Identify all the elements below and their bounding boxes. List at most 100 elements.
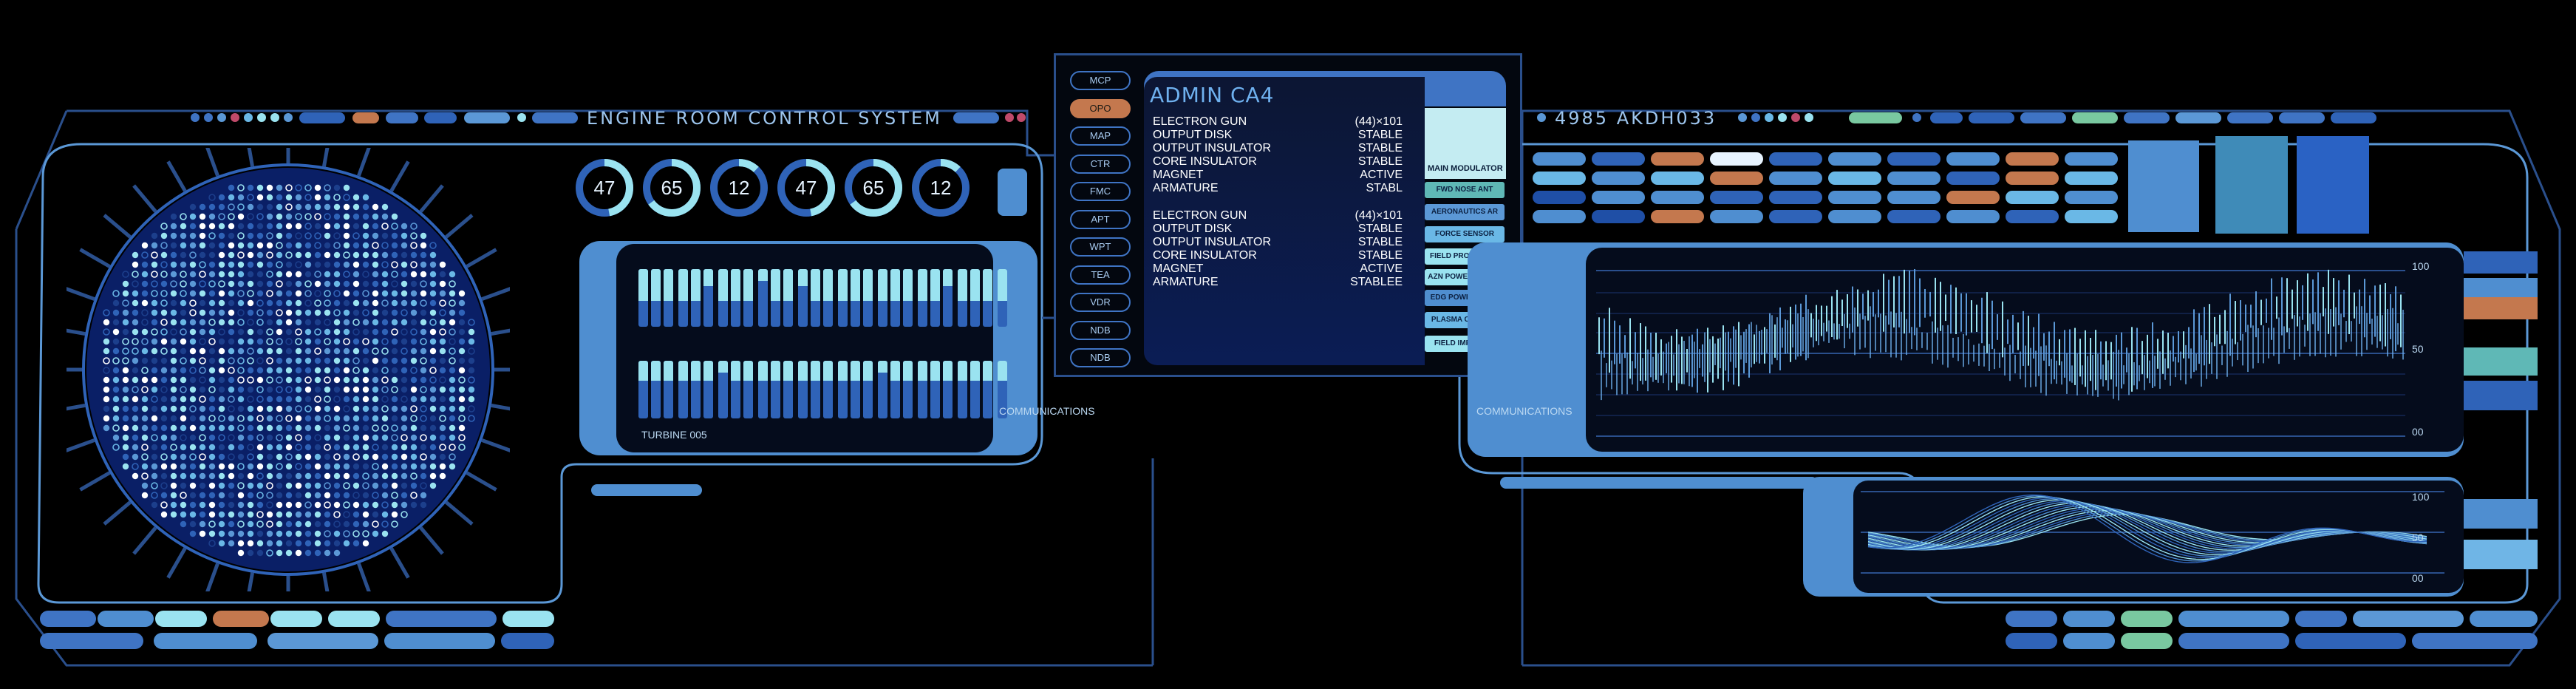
menu-button-apt[interactable]: APT	[1070, 209, 1131, 229]
matrix-dot	[218, 376, 225, 384]
matrix-dot	[189, 405, 197, 413]
matrix-dot	[199, 232, 206, 240]
matrix-dot	[295, 472, 302, 480]
matrix-dot	[324, 530, 331, 537]
matrix-dot	[199, 319, 206, 326]
matrix-dot	[333, 223, 341, 230]
matrix-dot	[237, 309, 245, 316]
matrix-dot	[276, 338, 283, 345]
matrix-dot	[295, 309, 302, 316]
status-dot	[1751, 113, 1760, 122]
status-dot	[204, 113, 213, 122]
status-pill	[1887, 152, 1940, 166]
matrix-dot	[218, 338, 225, 345]
matrix-dot	[180, 328, 187, 336]
menu-button-ndb[interactable]: NDB	[1070, 320, 1131, 340]
turbine-bar	[651, 361, 661, 418]
matrix-dot	[112, 405, 120, 413]
matrix-dot	[314, 184, 321, 191]
menu-button-map[interactable]: MAP	[1070, 126, 1131, 146]
matrix-dot	[218, 319, 225, 326]
matrix-dot	[439, 271, 446, 278]
menu-button-opo[interactable]: OPO	[1070, 98, 1131, 118]
matrix-dot	[391, 492, 398, 499]
menu-button-mcp[interactable]: MCP	[1070, 71, 1131, 90]
matrix-dot	[256, 405, 264, 413]
matrix-dot	[208, 261, 216, 268]
matrix-dot	[160, 501, 168, 509]
matrix-dot	[151, 376, 158, 384]
matrix-dot	[343, 520, 350, 528]
matrix-dot	[160, 261, 168, 268]
matrix-dot	[160, 396, 168, 403]
matrix-dot	[333, 530, 341, 537]
menu-button-ndb[interactable]: NDB	[1070, 348, 1131, 367]
matrix-dot	[208, 299, 216, 307]
bottom-pill	[270, 611, 322, 627]
matrix-dot	[429, 251, 437, 259]
matrix-dot	[295, 232, 302, 240]
matrix-dot	[237, 396, 245, 403]
side-button[interactable]: FORCE SENSOR	[1425, 226, 1505, 242]
matrix-dot	[170, 424, 177, 432]
matrix-dot	[170, 232, 177, 240]
menu-button-wpt[interactable]: WPT	[1070, 237, 1131, 257]
turbine-bar-fill	[638, 269, 648, 301]
matrix-dot	[170, 463, 177, 470]
matrix-dot	[324, 415, 331, 422]
matrix-dot	[112, 424, 120, 432]
matrix-dot	[199, 203, 206, 211]
matrix-dot	[449, 328, 456, 336]
matrix-dot	[170, 501, 177, 509]
matrix-dot	[256, 347, 264, 355]
turbine-bar	[918, 361, 927, 418]
matrix-dot	[199, 386, 206, 393]
menu-button-vdr[interactable]: VDR	[1070, 293, 1131, 312]
header-pill	[2227, 112, 2273, 123]
matrix-dot	[449, 290, 456, 297]
matrix-dot	[276, 319, 283, 326]
matrix-dot	[141, 261, 149, 268]
turbine-bar-fill	[878, 361, 887, 373]
matrix-dot	[449, 376, 456, 384]
matrix-dot	[189, 453, 197, 461]
matrix-dot	[458, 396, 466, 403]
matrix-dot	[410, 338, 418, 345]
matrix-dot	[420, 367, 427, 374]
status-pill	[1769, 172, 1822, 185]
matrix-dot	[410, 463, 418, 470]
matrix-dot	[276, 299, 283, 307]
matrix-dot	[324, 367, 331, 374]
matrix-dot	[324, 261, 331, 268]
waveform-graph-bottom	[1861, 491, 2444, 574]
bottom-pill	[2295, 611, 2347, 627]
matrix-dot	[285, 540, 293, 547]
matrix-dot	[170, 347, 177, 355]
matrix-dot	[285, 271, 293, 278]
matrix-dot	[276, 482, 283, 489]
bottom-pill	[502, 611, 554, 627]
turbine-bar-fill	[811, 269, 820, 301]
menu-button-tea[interactable]: TEA	[1070, 265, 1131, 285]
turbine-bar	[998, 269, 1007, 327]
matrix-dot	[285, 223, 293, 230]
matrix-dot	[132, 444, 139, 451]
turbine-bar	[878, 269, 887, 327]
status-pill	[1710, 210, 1763, 223]
menu-button-ctr[interactable]: CTR	[1070, 154, 1131, 174]
matrix-dot	[372, 328, 379, 336]
side-button[interactable]: FWD NOSE ANT	[1425, 182, 1505, 198]
matrix-dot	[420, 463, 427, 470]
matrix-dot	[324, 338, 331, 345]
side-button[interactable]: AERONAUTICS AR	[1425, 204, 1505, 220]
status-dot	[1537, 113, 1546, 122]
matrix-dot	[304, 463, 312, 470]
matrix-dot	[122, 271, 129, 278]
matrix-dot	[247, 444, 254, 451]
matrix-dot	[141, 319, 149, 326]
matrix-dot	[314, 444, 321, 451]
matrix-dot	[218, 453, 225, 461]
matrix-dot	[237, 184, 245, 191]
matrix-dot	[381, 453, 389, 461]
menu-button-fmc[interactable]: FMC	[1070, 182, 1131, 201]
